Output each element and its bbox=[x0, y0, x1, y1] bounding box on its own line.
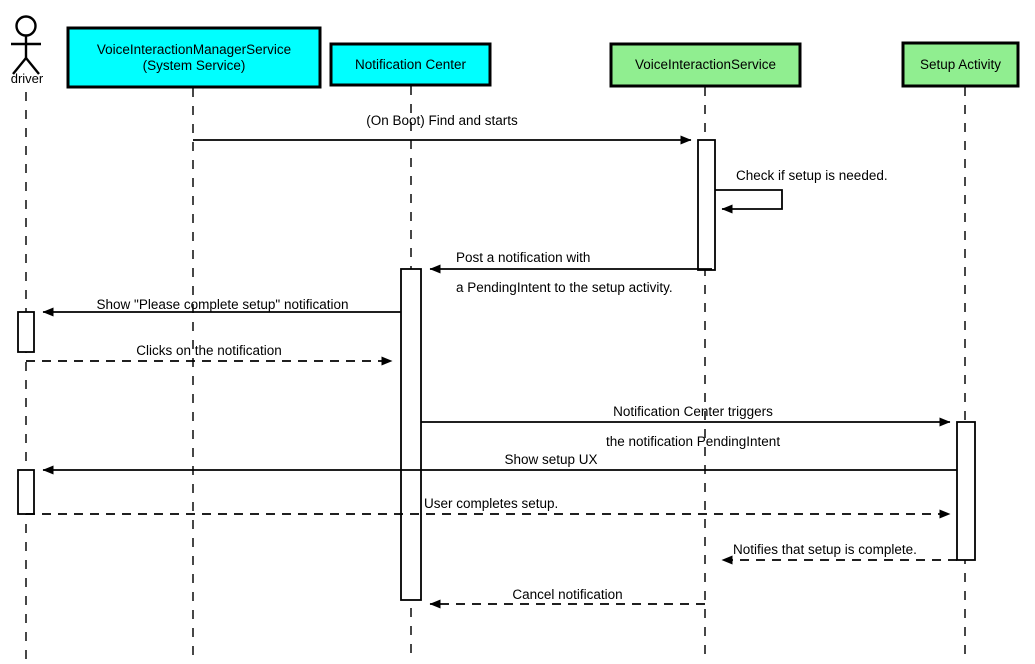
message-arrows bbox=[26, 135, 957, 609]
actor-driver-icon bbox=[11, 15, 41, 75]
participant-box-voice-interaction-service bbox=[609, 42, 802, 88]
message-label-8: User completes setup. bbox=[424, 496, 559, 511]
message-label-6: Notification Center triggers the notific… bbox=[421, 389, 950, 464]
message-label-3-line1: Post a notification with bbox=[456, 250, 591, 265]
participant-box-notification-center bbox=[329, 42, 492, 87]
message-label-6-line1: Notification Center triggers bbox=[613, 404, 773, 419]
participant-label-notification-center: Notification Center bbox=[354, 56, 467, 72]
participant-label-driver: driver bbox=[10, 71, 44, 86]
participant-label-vims-line2: (System Service) bbox=[142, 57, 246, 73]
message-arrow-2-self bbox=[715, 189, 783, 214]
participant-label-vims-line1: VoiceInteractionManagerService bbox=[96, 41, 292, 57]
activation-driver-2 bbox=[17, 469, 35, 515]
message-label-10: Cancel notification bbox=[512, 587, 623, 602]
message-label-2: Check if setup is needed. bbox=[736, 168, 888, 183]
message-label-5: Clicks on the notification bbox=[136, 343, 282, 358]
participant-label-vims: VoiceInteractionManagerService (System S… bbox=[68, 28, 320, 87]
activation-bars bbox=[17, 139, 976, 601]
participant-label-setup-activity: Setup Activity bbox=[919, 56, 1002, 72]
message-label-6-line2: the notification PendingIntent bbox=[605, 434, 781, 449]
participant-label-voice-interaction-service: VoiceInteractionService bbox=[634, 57, 777, 72]
activation-driver-1 bbox=[17, 311, 35, 353]
message-label-3-line2: a PendingIntent to the setup activity. bbox=[456, 280, 673, 295]
message-label-9: Notifies that setup is complete. bbox=[733, 542, 917, 557]
message-label-3: Post a notification with a PendingIntent… bbox=[441, 235, 673, 310]
message-label-4: Show "Please complete setup" notificatio… bbox=[96, 297, 349, 312]
participant-boxes bbox=[66, 26, 1020, 89]
participant-box-setup-activity bbox=[901, 41, 1020, 88]
activation-voice-interaction-service bbox=[697, 139, 716, 271]
activation-setup-activity bbox=[956, 421, 976, 561]
activation-notification-center bbox=[400, 268, 422, 601]
message-label-7: Show setup UX bbox=[504, 452, 598, 467]
participant-box-vims bbox=[66, 26, 322, 89]
message-label-1: (On Boot) Find and starts bbox=[366, 113, 518, 128]
